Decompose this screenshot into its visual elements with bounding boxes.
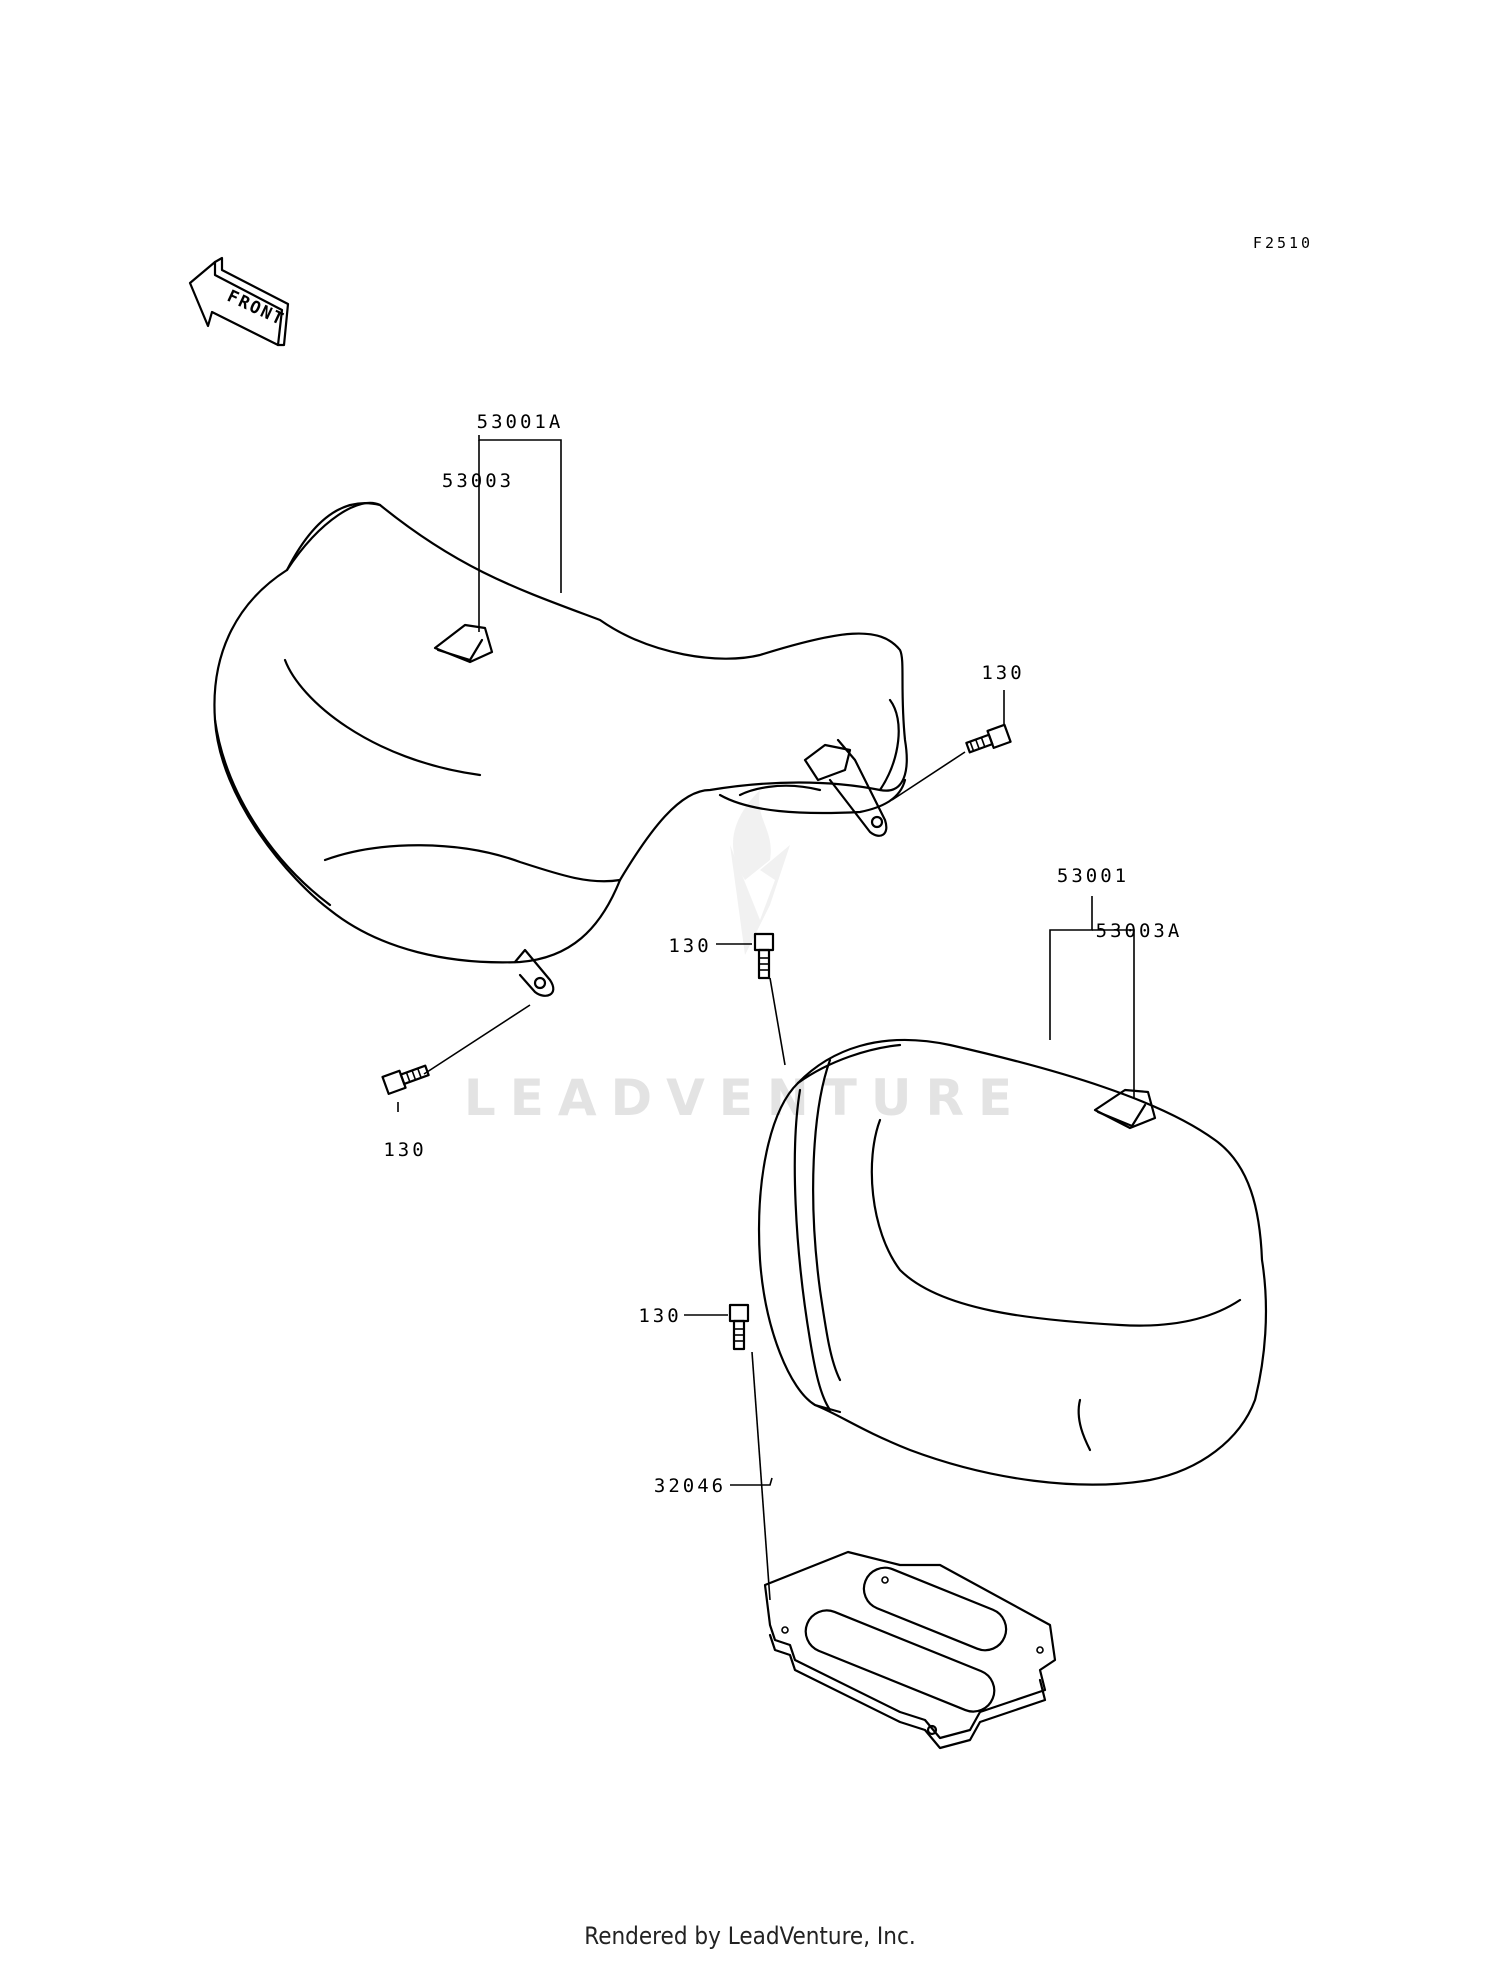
part-label-130-middle: 130 <box>668 935 711 957</box>
part-label-53001: 53001 <box>1057 865 1129 887</box>
watermark: LEADVENTURE <box>464 790 1026 1127</box>
bolt-icon <box>381 1064 430 1095</box>
part-label-53003A: 53003A <box>1096 920 1183 942</box>
figure-code: F2510 <box>1253 234 1313 252</box>
part-label-130-lower: 130 <box>383 1139 426 1161</box>
front-seat <box>213 501 908 997</box>
front-direction-arrow: FRONT <box>188 256 290 347</box>
rear-seat <box>757 1038 1268 1486</box>
leader-lines <box>397 435 1135 1601</box>
leadventure-logo-icon <box>730 790 790 955</box>
watermark-text: LEADVENTURE <box>464 1069 1026 1127</box>
part-label-32046: 32046 <box>654 1475 726 1497</box>
bolt-icon <box>753 932 775 980</box>
part-label-130-plate: 130 <box>638 1305 681 1327</box>
part-label-53003: 53003 <box>442 470 514 492</box>
part-label-53001A: 53001A <box>477 411 564 433</box>
footer-credit: Rendered by LeadVenture, Inc. <box>584 1922 916 1950</box>
seat-base-plate <box>763 1550 1057 1750</box>
part-label-130-upper: 130 <box>981 662 1024 684</box>
bolt-icon <box>965 723 1012 754</box>
bolt-icon <box>728 1303 750 1351</box>
